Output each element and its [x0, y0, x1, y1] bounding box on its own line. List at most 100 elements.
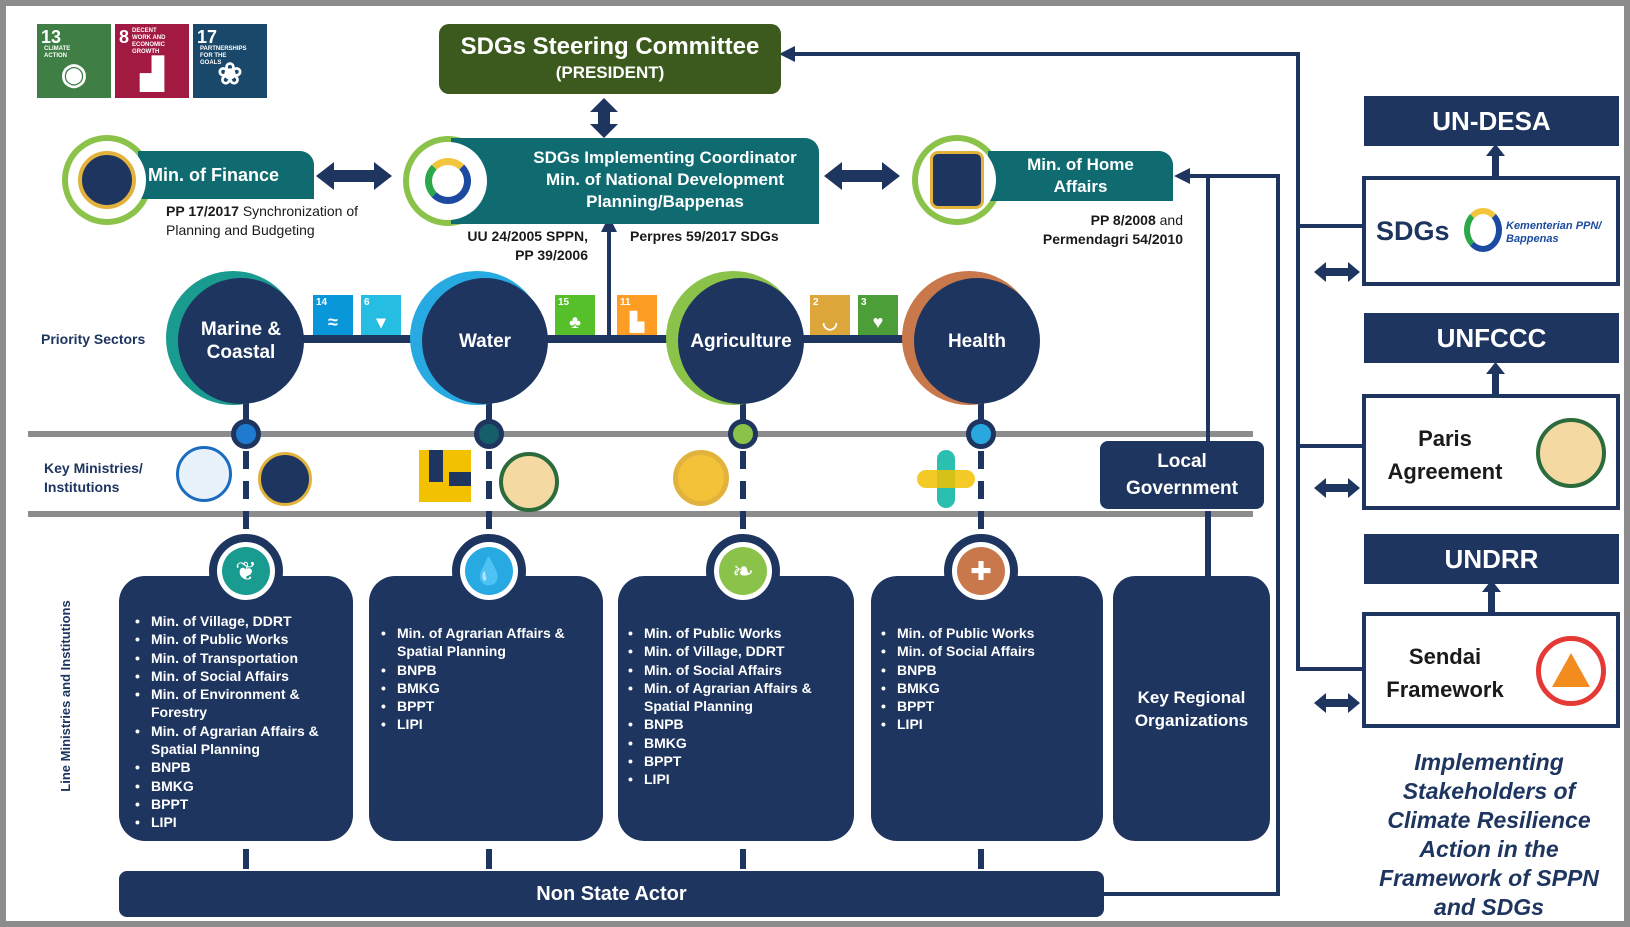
caption-line6: and SDGs — [1434, 894, 1544, 920]
marine-node — [231, 419, 261, 449]
sdg8-title: DECENT WORK AND ECONOMIC GROWTH — [132, 28, 166, 55]
agriculture-ministry-logo-icon — [673, 450, 729, 506]
undesa-header: UN-DESA — [1364, 96, 1619, 146]
card-list-item: LIPI — [381, 715, 595, 734]
card-list-item: Min. of Environment & Forestry — [135, 685, 345, 722]
card-list-item: Min. of Social Affairs — [628, 661, 846, 680]
card-list-item: BPPT — [881, 697, 1095, 716]
local-gov-line2: Government — [1126, 478, 1238, 499]
sector-marine-coastal: Marine &Coastal — [178, 278, 304, 404]
paris-line2: Agreement — [1387, 459, 1503, 484]
card-list-item: Min. of Village, DDRT — [135, 612, 345, 631]
sdgs-label: SDGs — [1376, 216, 1450, 246]
agriculture-node — [728, 419, 758, 449]
caption-line2: Stakeholders of — [1402, 778, 1576, 804]
finance-ref-rest: Synchronization of — [242, 203, 358, 219]
bowl-icon: ◡ — [822, 312, 838, 332]
home-line1: Min. of Home — [1027, 155, 1134, 174]
card-list-item: Min. of Social Affairs — [135, 667, 345, 686]
caption-line4: Action in the — [1419, 836, 1559, 862]
home-logo — [918, 141, 996, 219]
card-marine-coastal: Min. of Village, DDRTMin. of Public Work… — [119, 576, 353, 841]
home-line2: Affairs — [1053, 177, 1108, 196]
growth-chart-icon: ▟ — [140, 58, 164, 91]
fish-icon: ≈ — [328, 312, 338, 332]
caption-line1: Implementing — [1414, 749, 1564, 775]
priority-sectors-label: Priority Sectors — [41, 331, 146, 347]
card-list-item: BNPB — [135, 758, 345, 777]
home-ref-rest: and — [1159, 212, 1183, 228]
bappenas-logo — [409, 142, 487, 220]
key-ministries-line2: Institutions — [44, 479, 120, 495]
marine-badge: ❦ — [209, 534, 283, 608]
sdg11-mini-tile: 11▙ — [617, 295, 657, 335]
environment-logo-icon — [1536, 418, 1606, 488]
sdg3-number: 3 — [861, 297, 867, 308]
finance-label: Min. of Finance — [148, 165, 280, 185]
card-list-item: LIPI — [628, 770, 846, 789]
marine-affairs-logo-icon — [176, 446, 232, 502]
bappenas-logo-icon — [1464, 208, 1502, 252]
bappenas-line1: Kementerian PPN/ — [1506, 220, 1602, 232]
sendai-line2: Framework — [1386, 677, 1504, 702]
card-marine-list: Min. of Village, DDRTMin. of Public Work… — [135, 612, 345, 832]
steering-committee-box: SDGs Steering Committee (PRESIDENT) — [439, 24, 781, 94]
finance-reference: PP 17/2017 Synchronization of Planning an… — [166, 202, 406, 240]
card-water-list: Min. of Agrarian Affairs & Spatial Plann… — [381, 624, 595, 734]
water-drop-icon: 💧 — [465, 547, 513, 595]
sector-water: Water — [422, 278, 548, 404]
bappenas-swirl-icon — [425, 158, 471, 204]
card-list-item: BNPB — [381, 661, 595, 680]
uu-line1: UU 24/2005 SPPN, — [467, 228, 588, 244]
sendai-line1: Sendai — [1408, 644, 1482, 669]
card-list-item: Min. of Agrarian Affairs & Spatial Plann… — [135, 722, 345, 759]
card-list-item: Min. of Public Works — [135, 630, 345, 649]
card-health: Min. of Public WorksMin. of Social Affai… — [871, 576, 1103, 841]
sdg17-tile: 17PARTNERSHIPS FOR THE GOALS ❀ — [193, 24, 267, 98]
card-list-item: BNPB — [881, 661, 1095, 680]
sector-agriculture: Agriculture — [678, 278, 804, 404]
caption-line3: Climate Resilience — [1387, 807, 1591, 833]
home-affairs-emblem-icon — [930, 151, 984, 209]
card-list-item: Min. of Agrarian Affairs & Spatial Plann… — [628, 679, 846, 716]
key-ministries-label: Key Ministries/Institutions — [44, 459, 143, 497]
undrr-header: UNDRR — [1364, 534, 1619, 584]
coordinator-line3: Planning/Bappenas — [586, 192, 744, 211]
card-list-item: BPPT — [381, 697, 595, 716]
card-health-list: Min. of Public WorksMin. of Social Affai… — [881, 624, 1095, 734]
card-list-item: Min. of Transportation — [135, 649, 345, 668]
sdg13-tile: 13CLIMATE ACTION ◉ — [37, 24, 111, 98]
bnpb-logo-icon — [1536, 636, 1606, 706]
health-ministry-logo-icon — [917, 450, 975, 508]
environment-forestry-logo-icon — [499, 452, 559, 512]
card-list-item: Min. of Social Affairs — [881, 642, 1095, 661]
sector-marine-line1: Marine & — [200, 319, 282, 340]
regional-line1: Key Regional — [1137, 687, 1246, 707]
sdg15-number: 15 — [558, 297, 570, 308]
sdg14-mini-tile: 14≈ — [313, 295, 353, 335]
sector-marine-line2: Coastal — [206, 342, 276, 363]
home-tab: Min. of Home Affairs — [988, 151, 1173, 201]
finance-ref-line2: Planning and Budgeting — [166, 222, 315, 238]
unfccc-header: UNFCCC — [1364, 313, 1619, 363]
home-ref-line2: Permendagri 54/2010 — [1042, 231, 1183, 247]
home-ref-bold: PP 8/2008 — [1090, 212, 1156, 228]
eye-globe-icon: ◉ — [60, 58, 88, 91]
sdg2-mini-tile: 2◡ — [810, 295, 850, 335]
card-agriculture: Min. of Public WorksMin. of Village, DDR… — [618, 576, 854, 841]
sdg11-number: 11 — [620, 297, 631, 308]
card-list-item: Min. of Village, DDRT — [628, 642, 846, 661]
finance-ref-bold: PP 17/2017 — [166, 203, 239, 219]
coral-icon: ❦ — [222, 547, 270, 595]
tree-icon: ♣ — [569, 312, 581, 332]
health-badge: ✚ — [944, 534, 1018, 608]
connector-lines — [28, 46, 1505, 896]
